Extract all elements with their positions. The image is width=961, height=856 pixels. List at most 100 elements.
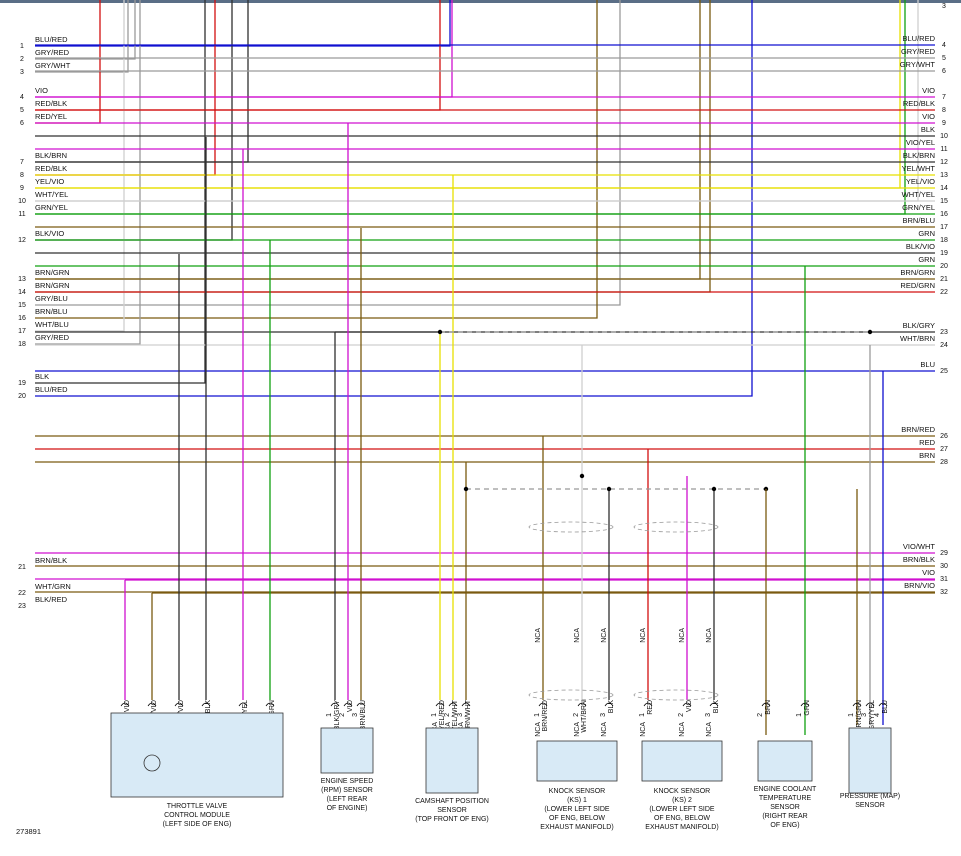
connector-pin <box>343 702 353 707</box>
shield-ellipse <box>633 521 719 533</box>
right-row-number: 10 <box>940 133 948 140</box>
pin-number: 3 <box>705 713 712 717</box>
splice-dot <box>711 486 717 492</box>
pin-number: 2 <box>678 713 685 717</box>
pin-number: 2 <box>339 713 346 717</box>
wires-layer <box>35 0 935 735</box>
right-row-label: RED/GRN <box>900 281 935 290</box>
pin-wire-label: YEL/WHT <box>452 699 459 731</box>
pin-number: 2 <box>573 713 580 717</box>
pin-wire-label: VIO <box>347 699 354 712</box>
nca-label: NCA <box>706 722 713 737</box>
left-row-label: BLK <box>35 372 49 381</box>
nca-label: NCA <box>640 628 647 643</box>
right-row-number: 4 <box>942 42 946 49</box>
left-row-number: 17 <box>18 328 26 335</box>
left-row-label: BLK/VIO <box>35 229 64 238</box>
component-caption: (LEFT SIDE OF ENG) <box>163 821 232 828</box>
right-row-label: VIO <box>922 86 935 95</box>
right-row-number: 3 <box>942 3 946 10</box>
component-caption: (RIGHT REAR <box>762 813 807 820</box>
component-caption: (KS) 1 <box>567 797 587 804</box>
splice-dot <box>437 329 443 335</box>
wire-left-15 <box>35 0 621 306</box>
left-row-number: 3 <box>20 69 24 76</box>
map-box <box>848 727 892 794</box>
pin-wire-label: VIO <box>124 699 131 712</box>
right-row-number: 6 <box>942 68 946 75</box>
pin-wire-label: BLK <box>713 700 720 714</box>
pin-number: 1 <box>796 713 803 717</box>
right-row-label: GRN/YEL <box>902 203 935 212</box>
right-row-number: 32 <box>940 589 948 596</box>
shield-ellipse <box>528 689 614 701</box>
right-row-number: 28 <box>940 459 948 466</box>
component-caption: EXHAUST MANIFOLD) <box>540 824 613 831</box>
pin-wire-label: BRN/WHT <box>465 699 472 732</box>
left-row-label: RED/BLK <box>35 164 67 173</box>
component-caption: SENSOR <box>437 807 467 814</box>
left-row-number: 15 <box>18 302 26 309</box>
pin-number: 3 <box>861 713 868 717</box>
nca-label: NCA <box>601 628 608 643</box>
right-row-number: 23 <box>940 329 948 336</box>
pin-number: 2 <box>757 713 764 717</box>
nca-label: NCA <box>706 628 713 643</box>
left-row-label: BLU/RED <box>35 35 68 44</box>
connector-pin <box>147 702 157 707</box>
connector-pin <box>577 702 587 707</box>
left-row-number: 8 <box>20 172 24 179</box>
nca-label: NCA <box>679 628 686 643</box>
connector-pin <box>761 702 771 707</box>
right-row-number: 15 <box>940 198 948 205</box>
component-caption: TEMPERATURE <box>759 795 812 802</box>
pin-wire-label: BRN <box>765 700 772 715</box>
connector-pin <box>356 702 366 707</box>
right-row-label: RED <box>919 438 935 447</box>
left-row-label: GRY/WHT <box>35 61 71 70</box>
component-caption: (KS) 2 <box>672 797 692 804</box>
right-row-label: BLK/GRY <box>903 321 935 330</box>
throttle-valve-box <box>110 712 284 798</box>
left-row-number: 22 <box>18 590 26 597</box>
left-row-number: 23 <box>18 603 26 610</box>
right-row-label: BRN/GRN <box>900 268 935 277</box>
connector-pin <box>878 702 888 707</box>
right-row-number: 24 <box>940 342 948 349</box>
right-row-number: 16 <box>940 211 948 218</box>
component-caption: (LEFT REAR <box>327 796 368 803</box>
component-caption: PRESSURE (MAP) <box>840 793 900 800</box>
left-row-number: 13 <box>18 276 26 283</box>
component-caption: OF ENG, BELOW <box>549 815 605 822</box>
left-row-label: GRY/RED <box>35 48 70 57</box>
connector-pin <box>865 702 875 707</box>
right-row-number: 13 <box>940 172 948 179</box>
right-row-label: GRY/RED <box>901 47 936 56</box>
connector-pin <box>330 702 340 707</box>
pin-wire-label: GRY/YEL <box>869 700 876 730</box>
left-row-number: 10 <box>18 198 26 205</box>
pin-number: 1 <box>431 713 438 717</box>
right-row-label: BLK/BRN <box>903 151 935 160</box>
component-caption: EXHAUST MANIFOLD) <box>645 824 718 831</box>
component-caption: CAMSHAFT POSITION <box>415 798 489 805</box>
right-row-number: 17 <box>940 224 948 231</box>
right-row-label: VIO/YEL <box>906 138 935 147</box>
right-row-label: BLK/VIO <box>906 242 935 251</box>
wire-left-1 <box>35 0 451 47</box>
right-row-number: 11 <box>940 146 947 153</box>
left-row-label: GRY/BLU <box>35 294 68 303</box>
left-row-label: WHT/GRN <box>35 582 71 591</box>
right-row-number: 5 <box>942 55 946 62</box>
connector-pin <box>852 702 862 707</box>
right-row-label: VIO <box>922 568 935 577</box>
left-row-label: BLK/BRN <box>35 151 67 160</box>
pin-number: 1 <box>639 713 646 717</box>
left-row-label: VIO <box>35 86 48 95</box>
right-row-number: 20 <box>940 263 948 270</box>
pin-wire-label: YEL/RED <box>439 700 446 730</box>
left-row-label: BRN/GRN <box>35 268 70 277</box>
pin-wire-label: GRN <box>804 700 811 716</box>
right-row-label: BLU/RED <box>902 34 935 43</box>
component-caption: CONTROL MODULE <box>164 812 230 819</box>
